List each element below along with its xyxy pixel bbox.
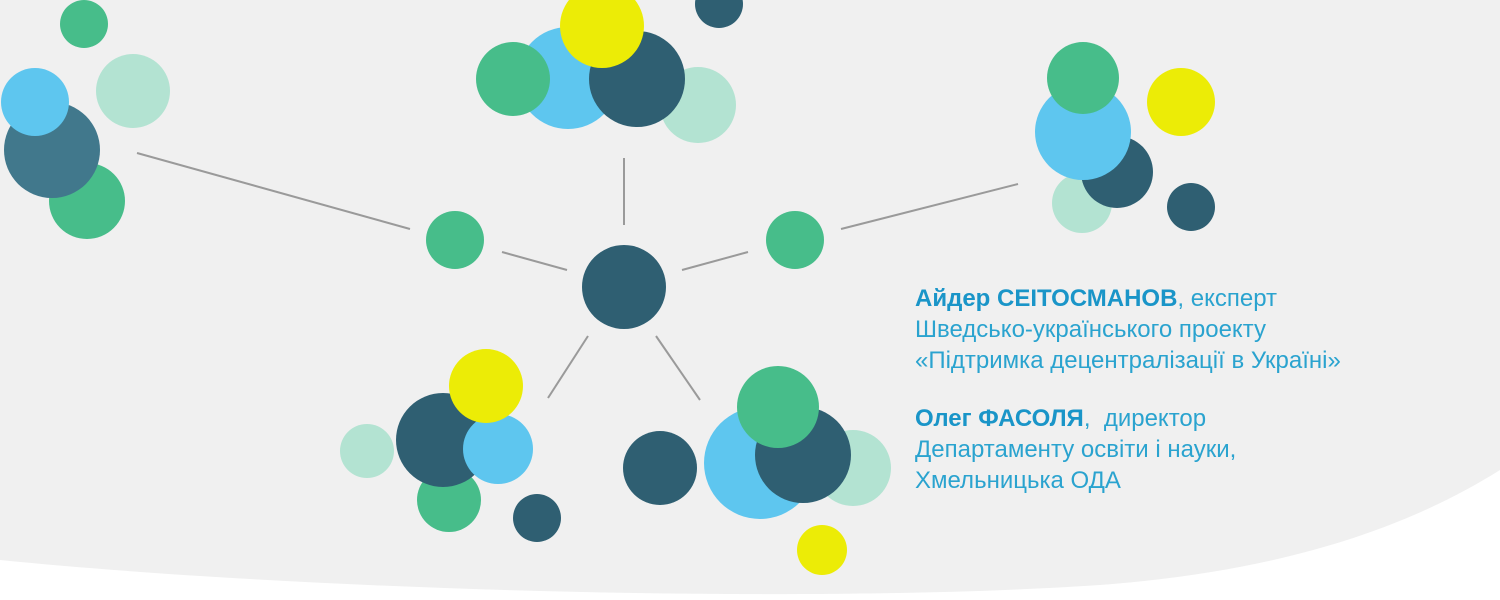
cluster-top-center-circle (560, 0, 644, 68)
cluster-bottom-right-circle (797, 525, 847, 575)
credit-1-line-2: «Підтримка децентралізації в Україні» (915, 347, 1341, 374)
hub-node (582, 245, 666, 329)
connector-line (136, 152, 411, 230)
credit-2-line-2: Хмельницька ОДА (915, 467, 1121, 494)
connector-line (681, 251, 749, 271)
cluster-top-right-circle (1035, 84, 1131, 180)
cluster-bottom-right-circle (623, 431, 697, 505)
credit-2-role: , директор (1083, 405, 1207, 432)
cluster-top-center-circle (476, 42, 550, 116)
cluster-top-right-circle (1167, 183, 1215, 231)
connector-node (766, 211, 824, 269)
cluster-top-left-circle (1, 68, 69, 136)
cluster-bottom-left-circle (340, 424, 394, 478)
cluster-top-center-circle (695, 0, 743, 28)
cluster-bottom-left-circle (513, 494, 561, 542)
cluster-top-left-circle (60, 0, 108, 48)
credits-block: Айдер СЕІТОСМАНОВ, експерт Шведсько-укра… (915, 283, 1341, 523)
credit-2-name: Олег ФАСОЛЯ (915, 405, 1084, 432)
connector-line (655, 335, 701, 401)
credit-1-line-1: Шведсько-українського проекту (915, 316, 1266, 343)
credit-1: Айдер СЕІТОСМАНОВ, експерт Шведсько-укра… (915, 283, 1341, 376)
connector-line (501, 251, 568, 271)
credit-2: Олег ФАСОЛЯ, директор Департаменту освіт… (915, 403, 1341, 496)
cluster-bottom-right-circle (737, 366, 819, 448)
credit-1-name: Айдер СЕІТОСМАНОВ (915, 285, 1178, 312)
cluster-bottom-left-circle (463, 414, 533, 484)
connector-node (426, 211, 484, 269)
connector-line (547, 335, 589, 399)
cluster-top-right-circle (1147, 68, 1215, 136)
credit-1-role: , експерт (1177, 285, 1278, 312)
cluster-bottom-left-circle (449, 349, 523, 423)
cluster-top-right-circle (1047, 42, 1119, 114)
credit-2-line-1: Департаменту освіти і науки, (915, 436, 1237, 463)
connector-line (840, 183, 1019, 230)
cluster-top-left-circle (96, 54, 170, 128)
